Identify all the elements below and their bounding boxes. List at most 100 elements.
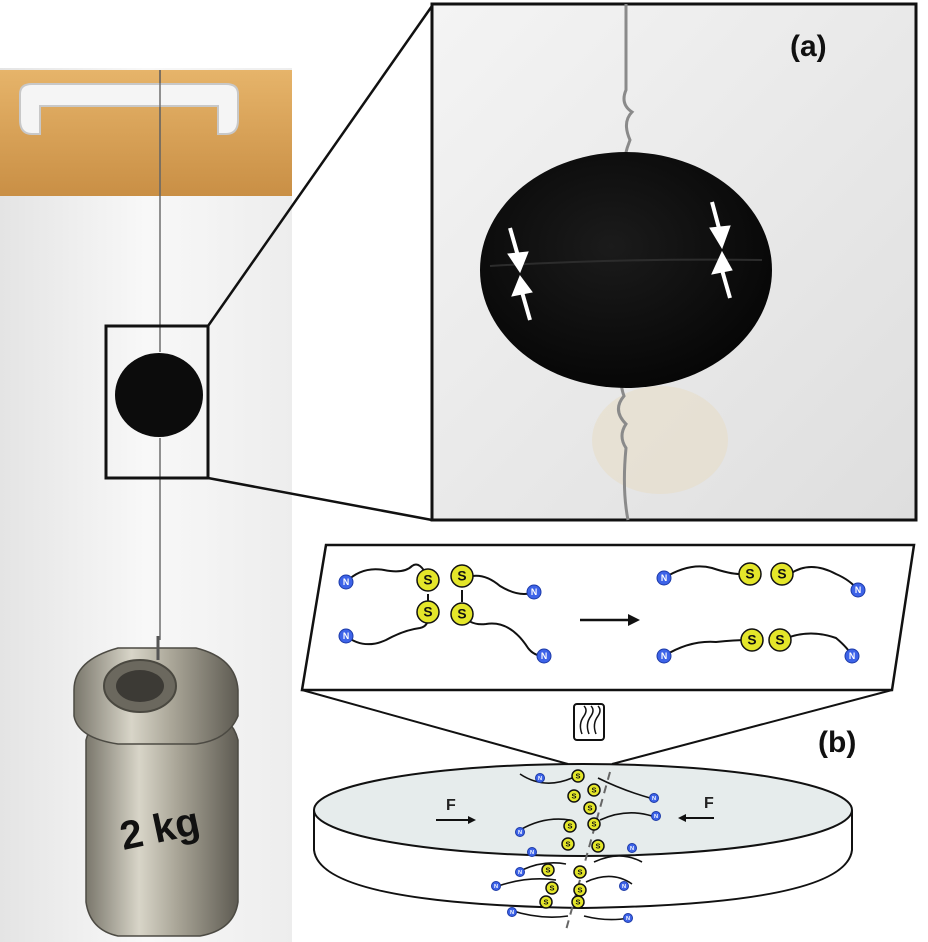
focus-line-right	[611, 689, 893, 765]
scheme-sulfur-after-0-atom-label: S	[745, 567, 754, 582]
disc-nitrogen-9-atom-label: N	[626, 916, 630, 922]
focus-line-left	[301, 689, 569, 765]
scheme-sulfur-before-3-atom	[450, 602, 474, 626]
scheme-sulfur-before-3-atom-label: S	[457, 607, 466, 622]
panel-a-label: (a)	[790, 30, 827, 63]
weight-2kg: 2 kg	[73, 636, 239, 937]
disc-network-chains	[497, 773, 653, 921]
scheme-nitrogen-after-1-atom-label: N	[855, 585, 861, 595]
disc-nitrogen-0-atom-label: N	[538, 776, 542, 782]
scheme-nitrogen-after-0-atom	[656, 570, 672, 586]
healed-crack	[489, 258, 763, 267]
disc-sulfur-0-atom	[571, 769, 585, 783]
panel-b-label: (b)	[818, 726, 856, 759]
crack-arrows	[507, 201, 733, 321]
hanging-test-photo: 2 kg	[0, 68, 292, 942]
disc-sulfur-8-atom	[541, 863, 555, 877]
disc-nitrogen-10-atom-label: N	[530, 850, 534, 856]
scheme-nitrogen-after-0-atom-label: N	[661, 573, 667, 583]
disc-sulfur-10-atom-label: S	[577, 868, 582, 877]
scheme-sulfur-before-1-atom-label: S	[423, 605, 432, 620]
disc-nitrogen-4-atom-label: N	[630, 846, 634, 852]
disc-sulfur-0-atom-label: S	[575, 772, 580, 781]
disc-nitrogen-6-atom	[491, 881, 501, 891]
disc-sulfur-11-atom-label: S	[577, 886, 582, 895]
disc-sulfur-1-atom	[567, 789, 581, 803]
disc-nitrogen-10-atom	[527, 847, 537, 857]
disc-sulfur-2-atom-label: S	[591, 786, 596, 795]
disc-sulfur-6-atom	[587, 817, 601, 831]
scheme-sulfur-after-3-atom-label: S	[775, 633, 784, 648]
disc-sulfur-5-atom-label: S	[565, 840, 570, 849]
disc-nitrogen-6-atom-label: N	[494, 884, 498, 890]
scheme-nitrogen-after-1-atom	[850, 582, 866, 598]
scheme-nitrogen-after-3-atom	[844, 648, 860, 664]
scheme-sulfur-before-2-atom-label: S	[457, 569, 466, 584]
scheme-sulfur-after-2-atom	[740, 628, 764, 652]
disc-nitrogen-2-atom	[515, 827, 525, 837]
scheme-sulfur-after-2-atom-label: S	[747, 633, 756, 648]
disc-sulfur-4-atom-label: S	[567, 822, 572, 831]
disc-nitrogen-7-atom-label: N	[622, 884, 626, 890]
disc-nitrogen-1-atom	[649, 793, 659, 803]
scheme-nitrogen-after-2-atom	[656, 648, 672, 664]
scheme-sulfur-before-0-atom-label: S	[423, 573, 432, 588]
panel-a-zoom: (a)	[430, 2, 918, 522]
disc-sulfur-4-atom	[563, 819, 577, 833]
disc-nitrogen-0-atom	[535, 773, 545, 783]
zoom-connector-bottom	[207, 476, 433, 522]
disc-sulfur-13-atom	[571, 895, 585, 909]
zoom-sample-disc	[480, 152, 772, 388]
disc-nitrogen-3-atom-label: N	[654, 814, 658, 820]
disc-sulfur-8-atom-label: S	[545, 866, 550, 875]
disc-sulfur-3-atom-label: S	[587, 804, 592, 813]
disc-nitrogen-9-atom	[623, 913, 633, 923]
scheme-nitrogen-after-3-atom-label: N	[849, 651, 855, 661]
disc-nitrogen-3-atom	[651, 811, 661, 821]
scheme-nitrogen-before-2-atom-label: N	[531, 587, 537, 597]
disc-nitrogen-4-atom	[627, 843, 637, 853]
scheme-sulfur-after-1-atom	[770, 562, 794, 586]
scheme-sulfur-after-1-atom-label: S	[777, 567, 786, 582]
scheme-sulfur-before-0-atom	[416, 568, 440, 592]
scheme-nitrogen-before-3-atom-label: N	[541, 651, 547, 661]
scheme-sulfur-before-2-atom	[450, 564, 474, 588]
heat-waves	[579, 705, 601, 735]
zoom-box	[104, 324, 210, 480]
disc-nitrogen-2-atom-label: N	[518, 830, 522, 836]
disc-sulfur-6-atom-label: S	[591, 820, 596, 829]
door-handle	[19, 83, 239, 135]
disc-nitrogen-7-atom	[619, 881, 629, 891]
disc-sulfur-3-atom	[583, 801, 597, 815]
mechanism-frame	[300, 543, 916, 692]
scheme-sulfur-after-3-atom	[768, 628, 792, 652]
scheme-nitrogen-before-0-atom	[338, 574, 354, 590]
scheme-nitrogen-before-0-atom-label: N	[343, 577, 349, 587]
disc-sulfur-9-atom	[545, 881, 559, 895]
sample-disc	[115, 353, 203, 437]
force-label-right: F	[704, 795, 714, 812]
disc-nitrogen-8-atom-label: N	[510, 910, 514, 916]
disc-sulfur-13-atom-label: S	[575, 898, 580, 907]
disc-sulfur-10-atom	[573, 865, 587, 879]
scheme-sulfur-after-0-atom	[738, 562, 762, 586]
disc-top	[313, 763, 853, 857]
scheme-nitrogen-before-1-atom	[338, 628, 354, 644]
scheme-nitrogen-before-2-atom	[526, 584, 542, 600]
disc-sulfur-5-atom	[561, 837, 575, 851]
shadow	[592, 386, 728, 494]
disc-nitrogen-5-atom-label: N	[518, 870, 522, 876]
scheme-nitrogen-before-1-atom-label: N	[343, 631, 349, 641]
scheme-nitrogen-before-3-atom	[536, 648, 552, 664]
scheme-nitrogen-after-2-atom-label: N	[661, 651, 667, 661]
disc-nitrogen-1-atom-label: N	[652, 796, 656, 802]
disc-sulfur-12-atom	[539, 895, 553, 909]
force-label-left: F	[446, 797, 456, 814]
zoom-connector-top	[206, 5, 434, 327]
disc-sulfur-7-atom	[591, 839, 605, 853]
disc-sulfur-1-atom-label: S	[571, 792, 576, 801]
